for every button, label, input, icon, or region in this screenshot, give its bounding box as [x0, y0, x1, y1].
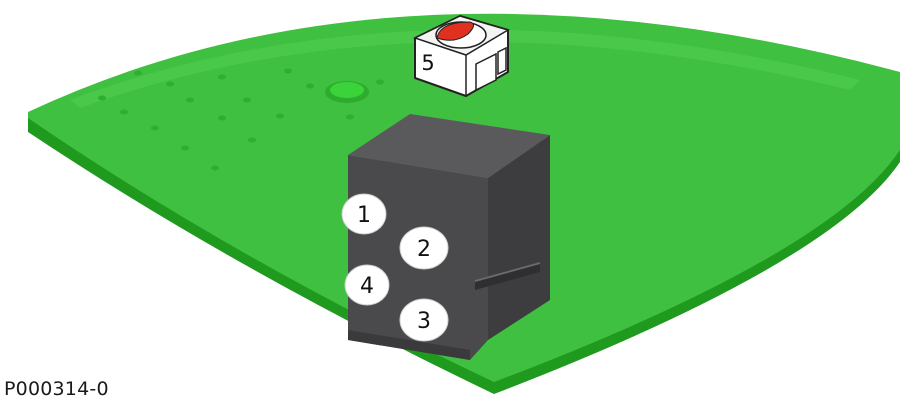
- switch-terminal-b: [498, 48, 506, 74]
- callout-pin-4: 4: [345, 265, 389, 305]
- callout-label: 4: [360, 274, 374, 299]
- callout-pin-3: 3: [400, 299, 448, 341]
- callout-label: 2: [417, 237, 431, 262]
- callout-label: 1: [357, 203, 371, 228]
- figure-id: P000314-0: [4, 378, 109, 400]
- callout-pin-2: 2: [400, 227, 448, 269]
- callout-label: 3: [417, 309, 431, 334]
- callout-label: 5: [421, 51, 434, 75]
- mounting-hole-inner: [330, 82, 364, 98]
- callout-pin-1: 1: [342, 194, 386, 234]
